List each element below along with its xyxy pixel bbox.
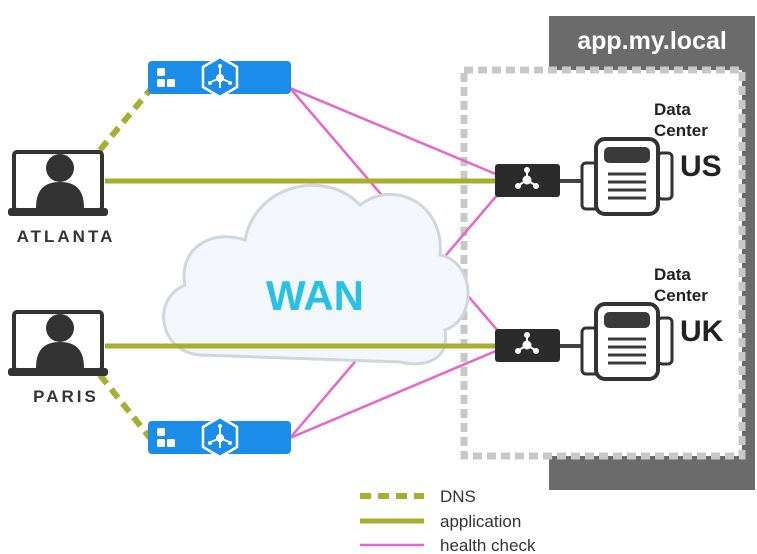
region-app-my-local: app.my.local: [460, 16, 755, 490]
server-icon: [580, 302, 674, 381]
user-atlanta: ATLANTA: [8, 150, 116, 246]
location-label-atlanta: ATLANTA: [17, 227, 116, 246]
router-icon: [201, 415, 239, 459]
datacenter-uk-line1: Data: [654, 265, 691, 284]
location-label-paris: PARIS: [33, 387, 99, 406]
load-balancer-uk[interactable]: [495, 329, 560, 362]
datacenter-us-line1: Data: [654, 100, 691, 119]
dns-device-bottom[interactable]: [148, 415, 291, 459]
load-balancer-us[interactable]: [495, 164, 560, 197]
dns-link-atlanta: [97, 88, 153, 152]
wan-cloud: WAN: [162, 183, 470, 366]
dns-link-paris: [97, 373, 153, 440]
region-title: app.my.local: [577, 27, 727, 55]
router-icon: [515, 332, 539, 354]
user-paris: PARIS: [8, 310, 108, 406]
server-cluster-uk: Data Center UK: [580, 265, 724, 381]
user-computer-icon: [8, 310, 108, 376]
legend-item-health-check: health check: [360, 536, 536, 554]
server-icon: [580, 137, 674, 216]
legend-item-application: application: [360, 512, 521, 531]
legend: DNS application health check: [360, 487, 536, 554]
application-links: [105, 178, 497, 349]
server-cluster-us: Data Center US: [580, 100, 722, 216]
dns-status-icon: [157, 68, 175, 87]
legend-label-health-check: health check: [440, 536, 536, 554]
lb-server-connectors: [560, 179, 582, 348]
wan-label: WAN: [266, 272, 364, 319]
router-icon: [515, 167, 539, 189]
user-computer-icon: [8, 150, 108, 216]
datacenter-us-line2: Center: [654, 121, 708, 140]
health-link-bottom-uk: [289, 343, 511, 440]
datacenter-uk-code: UK: [680, 315, 724, 348]
health-link-top-us: [289, 86, 511, 182]
legend-item-dns: DNS: [360, 487, 476, 506]
dns-links: [97, 88, 153, 440]
legend-label-dns: DNS: [440, 487, 476, 506]
datacenter-boundary: [460, 66, 746, 460]
dns-status-icon: [157, 428, 175, 447]
datacenter-us-code: US: [680, 150, 722, 183]
datacenter-uk-line2: Center: [654, 286, 708, 305]
dns-device-top[interactable]: [148, 55, 291, 99]
legend-label-application: application: [440, 512, 521, 531]
router-icon: [201, 55, 239, 99]
